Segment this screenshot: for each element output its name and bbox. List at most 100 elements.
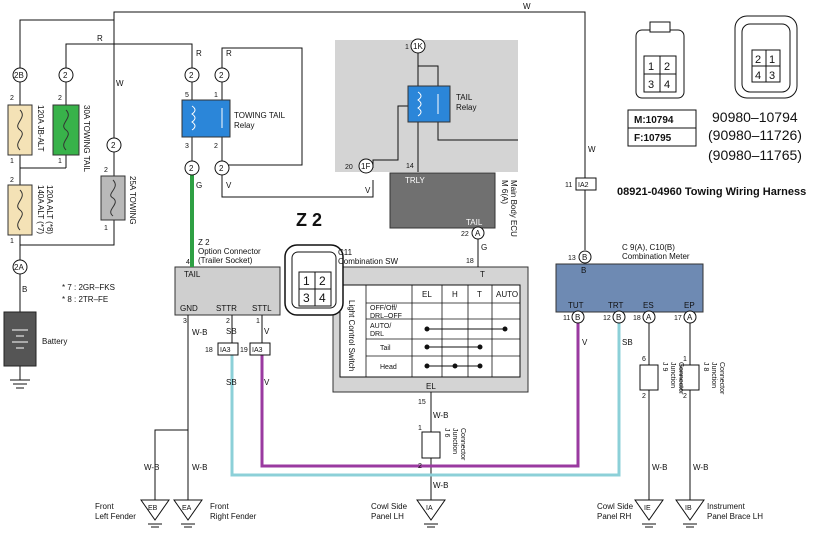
combination-switch-t-pin: T: [480, 270, 485, 279]
ground-code-eb: EB: [148, 505, 158, 512]
ground-bars: [10, 379, 697, 528]
wire-color-label: SB: [226, 378, 237, 387]
pin-label: 1: [648, 61, 654, 73]
ground-label-ib: Instrument: [707, 502, 746, 511]
option-connector-label: Z 2: [198, 238, 210, 247]
relay-coil-symbol: [191, 105, 196, 131]
z2-connector-inner: [291, 251, 337, 309]
ground-symbols: [140, 499, 705, 521]
pin-number: 1: [418, 425, 422, 432]
option-connector-label: (Trailer Socket): [198, 256, 253, 265]
wire-color-label: R: [226, 49, 232, 58]
ia3-connector-left: [217, 342, 239, 356]
connector-circles: [12, 38, 697, 324]
pin-number: 2: [642, 393, 646, 400]
wire-color-label: W-B: [433, 411, 448, 420]
connector-2-fuse: [58, 67, 74, 83]
connector-2-g: [184, 160, 200, 176]
pin-number: 2: [10, 95, 14, 102]
relay-coil-symbol: [417, 91, 422, 117]
wire-color-label: SB: [226, 327, 237, 336]
fuse-label-towing-tail: 30A TOWING TAIL: [82, 105, 91, 173]
connector-label: A: [475, 229, 481, 238]
pin-number: 1: [58, 158, 62, 165]
pin-cell: [659, 73, 677, 93]
switch-connections: [424, 326, 508, 369]
tail-relay-label: TAIL: [456, 93, 473, 102]
connector-label: 2: [189, 164, 194, 173]
combination-switch-el-pin: EL: [426, 382, 436, 391]
switch-row-auto-2: DRL: [370, 331, 384, 338]
connector-label: 2: [219, 164, 224, 173]
connector-label: 2B: [14, 71, 24, 80]
combination-meter-box: [555, 263, 704, 313]
fuse-label-jb-alt: 120A JB-ALT: [36, 105, 45, 152]
switch-table-grid: [365, 285, 520, 377]
meter-pin-es: ES: [643, 301, 654, 310]
connector-b-meter: [578, 250, 592, 264]
pin-number: 18: [466, 258, 474, 265]
wire-color-label: W: [588, 145, 596, 154]
wire-color-label: V: [582, 338, 588, 347]
tail-relay: [407, 85, 451, 123]
wiring-lines: [19, 11, 691, 490]
switch-table: [339, 284, 521, 378]
connector-label: A: [687, 313, 693, 322]
wire-color-label: W: [523, 2, 531, 11]
combination-meter-label: C 9(A), C10(B): [622, 243, 675, 252]
pin-number: 1: [10, 158, 14, 165]
ecu-tail-pin: TAIL: [466, 218, 483, 227]
pin-numbers: 2 1 2 1 2 1 2 1 5 1 3 2 1 20 14 22 18 4 …: [10, 44, 687, 470]
ground-code-ea: EA: [182, 505, 192, 512]
wire-color-label: G: [481, 243, 487, 252]
j6-label: Junction: [451, 428, 458, 454]
pin-number: 18: [633, 315, 641, 322]
connector-drawing-large-inner: [741, 23, 791, 93]
option-connector-label: Option Connector: [198, 247, 261, 256]
combination-switch-subtitle: Combination SW: [338, 257, 398, 266]
towing-tail-relay-label: Relay: [234, 121, 254, 130]
pin-label: 1: [769, 54, 775, 66]
j6-label: J 6: [443, 428, 450, 437]
j9-label: J 9: [661, 362, 668, 371]
battery-label: Battery: [42, 337, 67, 346]
ia3-connector-right: [249, 342, 271, 356]
connector-2-r2: [214, 67, 230, 83]
pin-number: 19: [240, 347, 248, 354]
fuse-symbol: [17, 109, 23, 151]
pin-number: 11: [565, 182, 572, 189]
light-control-switch-label: Light Control Switch: [347, 300, 356, 371]
fuse-label-towing: 25A TOWING: [128, 176, 137, 225]
pin-number: 1: [683, 356, 687, 363]
ecu-trly-pin: TRLY: [405, 176, 426, 185]
fuse-symbol: [110, 179, 116, 217]
ecu-label-2: Main Body ECU: [509, 180, 518, 237]
combination-switch-title: C11: [338, 248, 353, 257]
part-number-3: (90980–11765): [708, 147, 802, 163]
meter-pin-ep: EP: [684, 301, 695, 310]
pin-number: 1: [10, 238, 14, 245]
connector-label: IA3: [252, 347, 263, 354]
connector-1k: [410, 38, 426, 54]
connector-2b: [12, 67, 28, 83]
wire-color-label: W-B: [652, 463, 667, 472]
pin-number: 3: [185, 143, 189, 150]
ground-label-ie: Cowl Side: [597, 502, 634, 511]
pin-cell: [314, 288, 332, 307]
pin-number: 1: [256, 318, 260, 325]
wire-color-label: SB: [622, 338, 633, 347]
switch-row-off-2: DRL–OFF: [370, 313, 402, 320]
pin-number: 6: [642, 356, 646, 363]
pin-cell: [765, 65, 781, 83]
connector-2-towing: [106, 137, 122, 153]
ground-code-ib: IB: [685, 505, 692, 512]
note-2gr: * 7 : 2GR–FKS: [62, 283, 115, 292]
j6-junction: [421, 431, 441, 459]
connector-a-ep: [683, 310, 697, 324]
pin-number: 2: [10, 177, 14, 184]
wire-color-label: V: [264, 378, 270, 387]
female-label: F:10795: [634, 133, 672, 144]
connector-label: 1K: [413, 42, 423, 51]
